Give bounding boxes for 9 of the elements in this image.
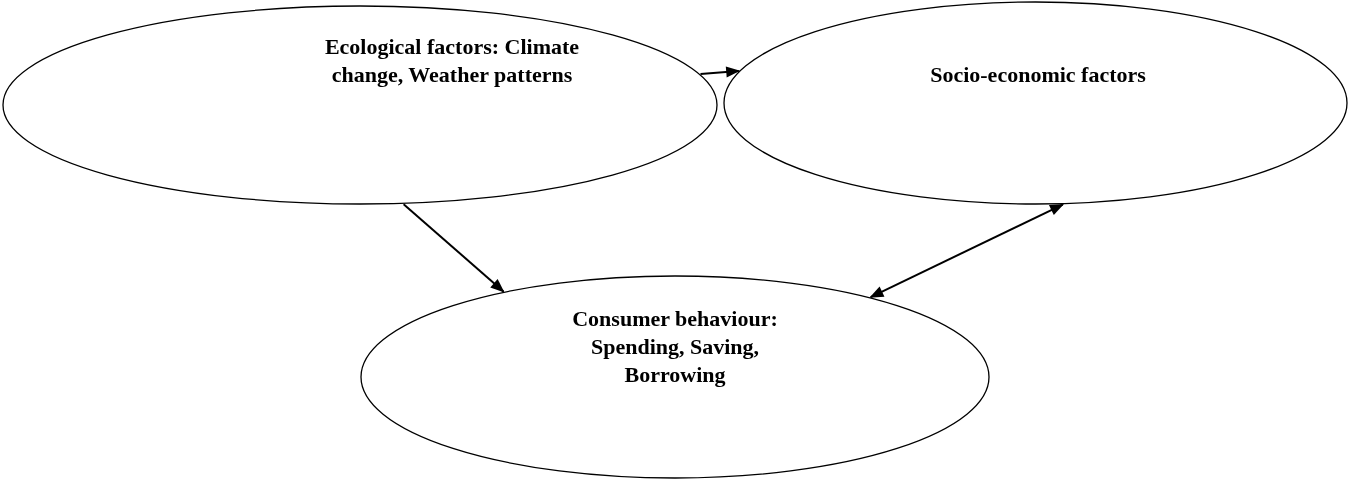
arrow bbox=[402, 203, 505, 293]
ellipse-node bbox=[360, 275, 990, 479]
arrow bbox=[699, 66, 741, 78]
arrow bbox=[869, 203, 1064, 299]
ellipse-node bbox=[723, 1, 1348, 205]
ellipse-node bbox=[2, 5, 718, 205]
node-label: Ecological factors: Climate change, Weather patterns bbox=[323, 33, 581, 89]
node-label: Socio-economic factors bbox=[929, 61, 1147, 89]
node-label: Consumer behaviour: Spending, Saving, Borrowing bbox=[571, 305, 779, 389]
